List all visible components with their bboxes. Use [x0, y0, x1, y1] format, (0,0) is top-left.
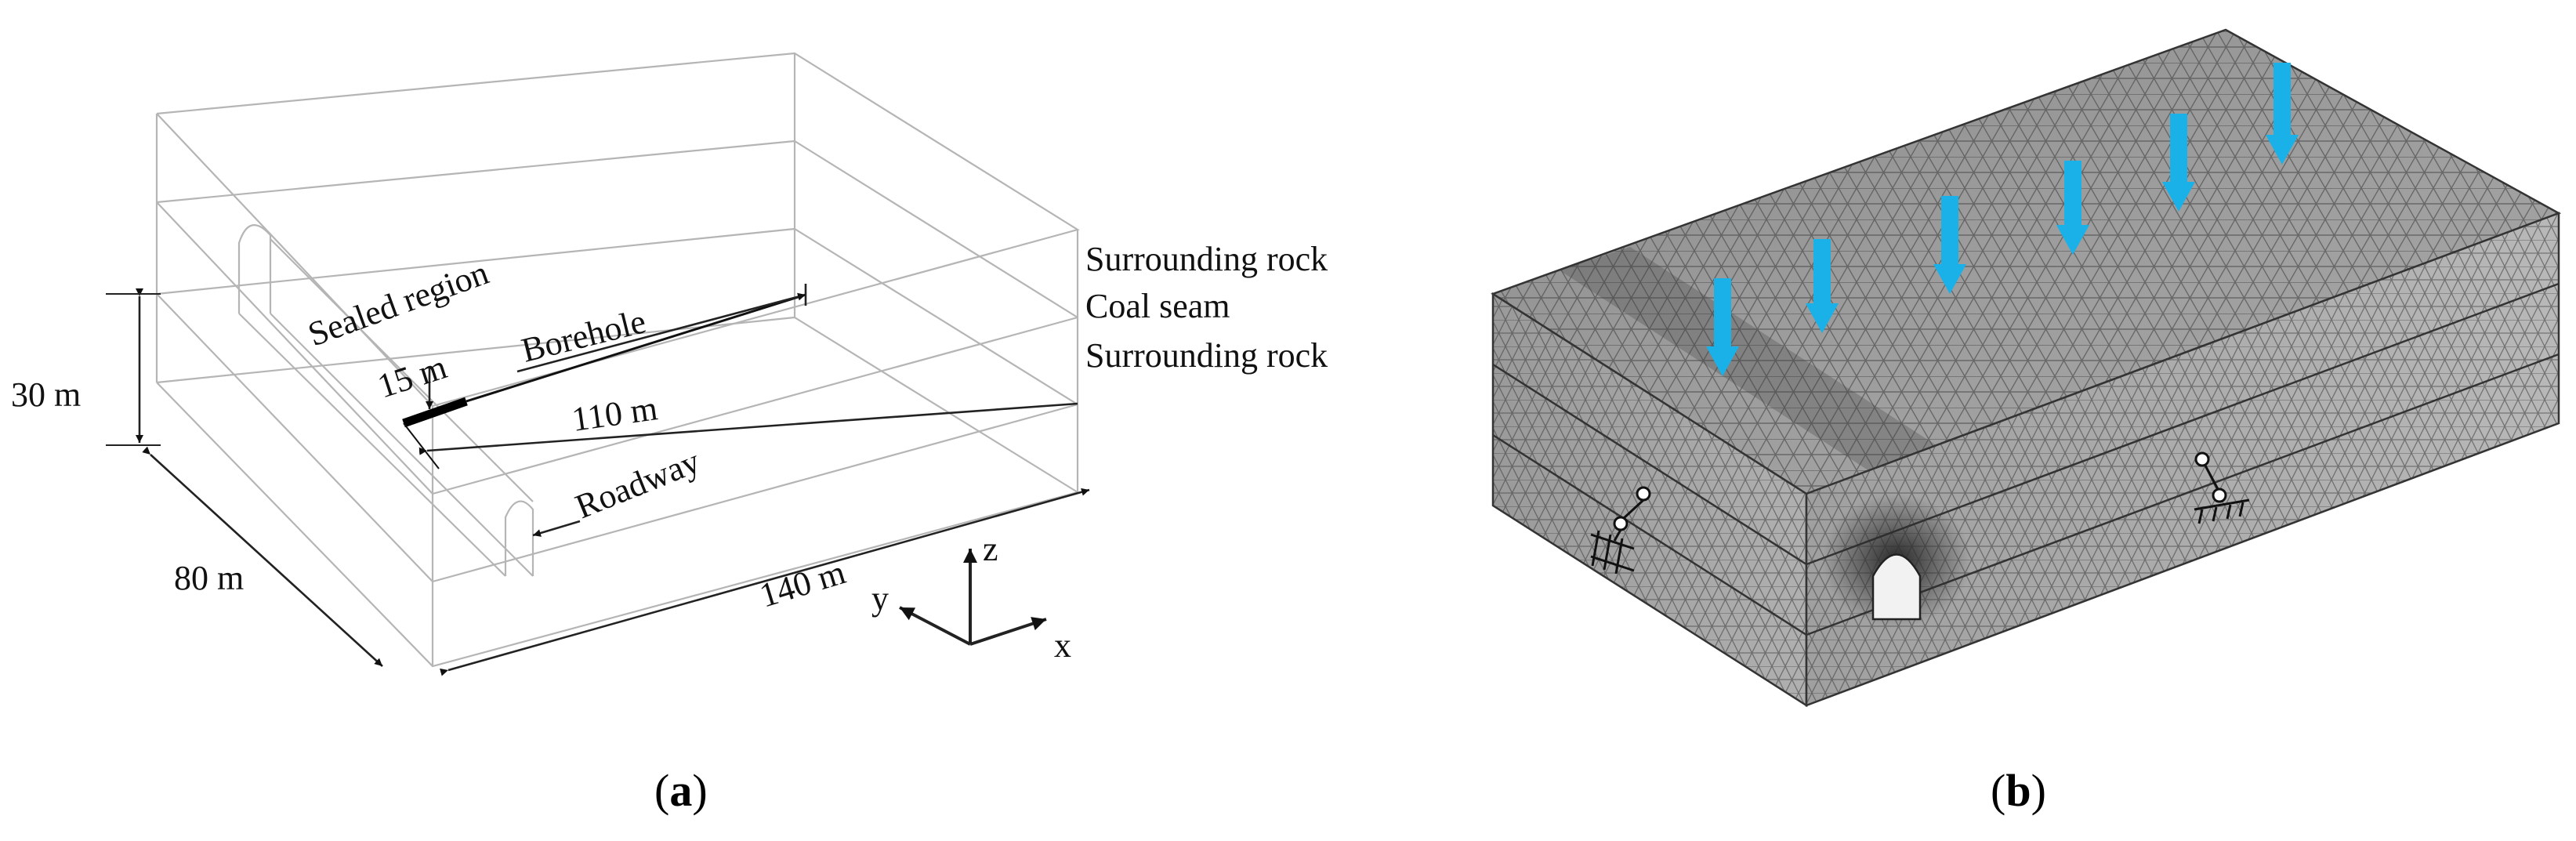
label-width-80m: 80 m: [174, 559, 244, 597]
label-surrounding-rock-top: Surrounding rock: [1085, 240, 1328, 278]
caption-b-letter: b: [2005, 765, 2031, 816]
label-coal-seam: Coal seam: [1085, 287, 1230, 325]
load-arrow: [1806, 239, 1839, 333]
model-box-wireframe: [155, 52, 1080, 668]
label-sealed-region: Sealed region: [303, 253, 494, 353]
label-length-140m: 140 m: [755, 553, 850, 614]
load-arrow: [2162, 114, 2195, 212]
axis-triad: z x y: [871, 530, 1071, 665]
panel-b-mesh-model: (b): [1491, 28, 2561, 816]
caption-a-letter: a: [669, 765, 692, 816]
roller-support-right: [2194, 451, 2250, 524]
load-arrows: [1706, 63, 2299, 376]
axis-z-label: z: [983, 530, 998, 568]
label-surrounding-rock-bottom: Surrounding rock: [1085, 336, 1328, 375]
svg-text:(a): (a): [654, 765, 708, 816]
label-roadway: Roadway: [570, 442, 705, 527]
panel-a-geometry-diagram: z x y Surrounding rock Coal seam Surroun…: [11, 52, 1328, 816]
load-arrow: [2056, 161, 2089, 255]
axis-x-label: x: [1054, 626, 1071, 665]
label-borehole: Borehole: [518, 302, 650, 370]
caption-b: (b): [1991, 765, 2046, 816]
roadway-opening: [1822, 494, 1971, 627]
label-height-30m: 30 m: [11, 375, 81, 414]
load-arrow: [1933, 196, 1966, 294]
load-arrow: [2266, 63, 2299, 165]
load-arrow: [1706, 278, 1739, 376]
dimension-lines: [106, 284, 1090, 676]
borehole: [402, 293, 806, 469]
caption-a: (a): [654, 765, 708, 816]
axis-y-label: y: [871, 579, 889, 618]
roller-support-left: [1590, 486, 1651, 575]
label-borehole-110m: 110 m: [570, 389, 660, 439]
svg-text:(b): (b): [1991, 765, 2046, 816]
